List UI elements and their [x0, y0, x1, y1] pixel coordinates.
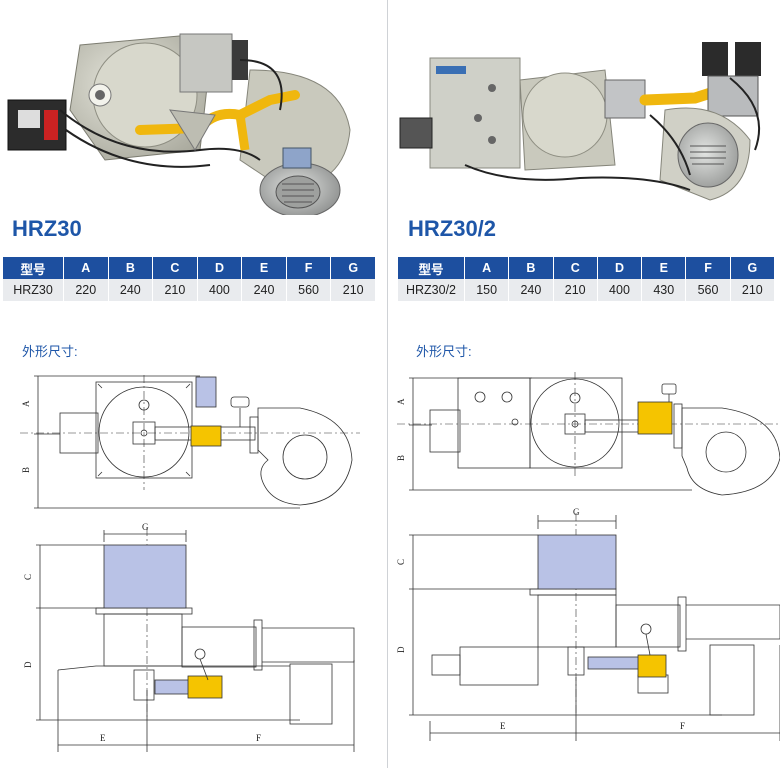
spec-table-left: 型号 A B C D E F G HRZ30 220 240 210 400 2… [3, 257, 376, 301]
side-view-drawing-right: G C D E F [396, 507, 780, 741]
dim-label-f: F [680, 721, 685, 731]
cell-d: 400 [197, 279, 243, 301]
dim-label-g: G [142, 522, 149, 532]
header-e: E [241, 257, 287, 279]
dim-label-a: A [396, 398, 406, 405]
header-d: D [597, 257, 643, 279]
dim-label-d: D [23, 661, 33, 668]
header-a: A [464, 257, 510, 279]
header-f: F [286, 257, 332, 279]
dimensions-title-left: 外形尺寸: [22, 344, 78, 359]
dim-label-g: G [573, 507, 580, 517]
model-title-left: HRZ30 [12, 216, 82, 241]
header-d: D [197, 257, 243, 279]
dim-label-e: E [100, 733, 106, 743]
spec-table-right: 型号 A B C D E F G HRZ30/2 150 240 210 400… [398, 257, 776, 301]
burner-photo-right [399, 42, 761, 201]
cell-model: HRZ30/2 [398, 279, 465, 301]
header-g: G [330, 257, 376, 279]
header-c: C [553, 257, 598, 279]
spec-table-header: 型号 A B C D E F G [3, 257, 376, 279]
header-c: C [152, 257, 198, 279]
dim-label-a: A [21, 400, 31, 407]
dim-label-f: F [256, 733, 261, 743]
cell-d: 400 [597, 279, 643, 301]
cell-model: HRZ30 [3, 279, 64, 301]
cell-a: 150 [464, 279, 510, 301]
dim-label-c: C [23, 574, 33, 580]
burner-photo-left [7, 33, 351, 215]
header-b: B [508, 257, 554, 279]
cell-e: 240 [241, 279, 287, 301]
dim-label-d: D [396, 646, 406, 653]
cell-f: 560 [286, 279, 332, 301]
cell-f: 560 [685, 279, 731, 301]
cell-g: 210 [730, 279, 776, 301]
table-row: HRZ30/2 150 240 210 400 430 560 210 [398, 279, 776, 301]
header-b: B [108, 257, 154, 279]
top-view-drawing-right: A B [396, 372, 780, 496]
cell-e: 430 [641, 279, 687, 301]
cell-b: 240 [508, 279, 554, 301]
spec-table-header: 型号 A B C D E F G [398, 257, 776, 279]
cell-a: 220 [63, 279, 109, 301]
header-f: F [685, 257, 731, 279]
top-view-drawing-left: A B [20, 375, 360, 509]
header-e: E [641, 257, 687, 279]
header-a: A [63, 257, 109, 279]
cell-g: 210 [330, 279, 376, 301]
table-row: HRZ30 220 240 210 400 240 560 210 [3, 279, 376, 301]
dim-label-c: C [396, 559, 406, 565]
dim-label-b: B [396, 455, 406, 461]
cell-c: 210 [152, 279, 198, 301]
header-model: 型号 [398, 257, 465, 279]
dim-label-e: E [500, 721, 506, 731]
cell-c: 210 [553, 279, 598, 301]
side-view-drawing-left: G C D E F [23, 522, 355, 752]
header-g: G [730, 257, 776, 279]
cell-b: 240 [108, 279, 154, 301]
dim-label-b: B [21, 467, 31, 473]
dimensions-title-right: 外形尺寸: [416, 344, 472, 359]
model-title-right: HRZ30/2 [408, 216, 497, 241]
header-model: 型号 [3, 257, 64, 279]
column-divider [387, 0, 388, 768]
